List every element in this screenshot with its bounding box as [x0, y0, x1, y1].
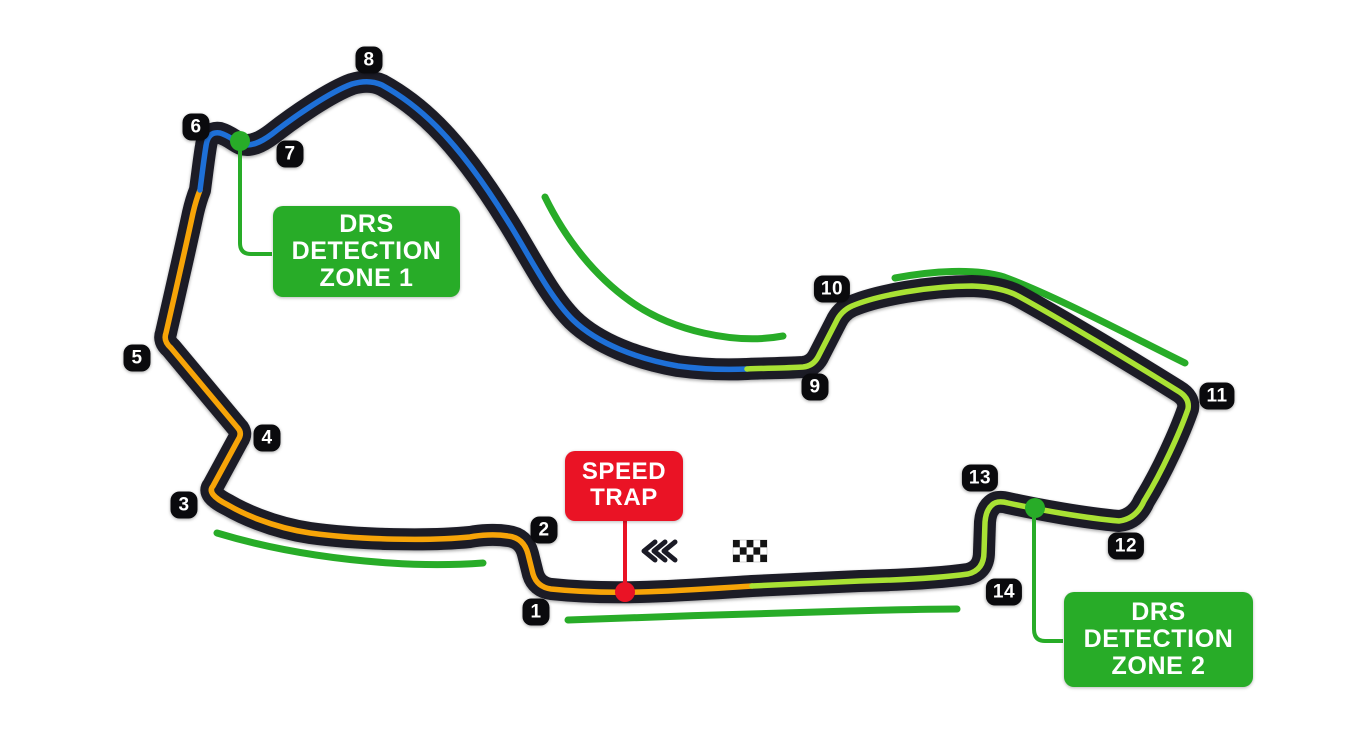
turn-marker-6: 6 [182, 113, 210, 141]
drs-detection-dot-2 [1025, 498, 1045, 518]
drs-activation-lines [213, 193, 1189, 624]
turn-marker-7: 7 [276, 140, 304, 168]
turn-marker-13: 13 [961, 464, 999, 492]
turn-marker-5: 5 [123, 344, 151, 372]
drs-detection-dot-1 [230, 131, 250, 151]
speed-trap-label: SPEED TRAP [565, 451, 683, 521]
drs-activation-line-bottom [564, 605, 961, 624]
turn-marker-12: 12 [1107, 532, 1145, 560]
turn-marker-11: 11 [1199, 382, 1235, 410]
speed-trap-dot [615, 582, 635, 602]
drs-zone-2-line-2: DETECTION [1083, 625, 1234, 653]
drs-zone-2-label: DRS DETECTION ZONE 2 [1064, 592, 1253, 687]
sector-3-line [744, 283, 1192, 589]
drs-detection-markers [230, 131, 1063, 643]
drs-zone-1-line-2: DETECTION [291, 237, 442, 265]
turn-marker-14: 14 [985, 578, 1023, 606]
sector-lines [162, 79, 1192, 596]
drs-zone-1-line-1: DRS [339, 210, 394, 238]
drs-activation-line-bottom-left [213, 529, 487, 568]
drs-connector-line-1 [238, 150, 272, 256]
drs-zone-1-label: DRS DETECTION ZONE 1 [273, 206, 460, 297]
speed-trap-line-1: SPEED [581, 458, 667, 485]
drs-zone-2-line-1: DRS [1131, 598, 1186, 626]
drs-activation-line-top-right [891, 267, 1189, 367]
turn-marker-3: 3 [170, 491, 198, 519]
turn-marker-8: 8 [355, 46, 383, 74]
speed-trap-pointer [615, 516, 635, 602]
speed-trap-line-2: TRAP [590, 484, 658, 511]
turn-marker-10: 10 [813, 275, 851, 303]
drs-connector-line-2 [1032, 516, 1063, 643]
direction-chevrons-icon [641, 539, 678, 563]
finish-flag-icon [732, 539, 768, 563]
turn-marker-1: 1 [522, 598, 550, 626]
drs-zone-2-line-3: ZONE 2 [1111, 652, 1206, 680]
sector-1-line [162, 187, 755, 596]
turn-marker-2: 2 [530, 516, 558, 544]
drs-zone-1-line-3: ZONE 1 [319, 264, 414, 292]
sector-2-line [197, 79, 750, 373]
turn-marker-4: 4 [253, 424, 281, 452]
drs-activation-line-top [541, 193, 787, 343]
turn-marker-9: 9 [801, 373, 829, 401]
